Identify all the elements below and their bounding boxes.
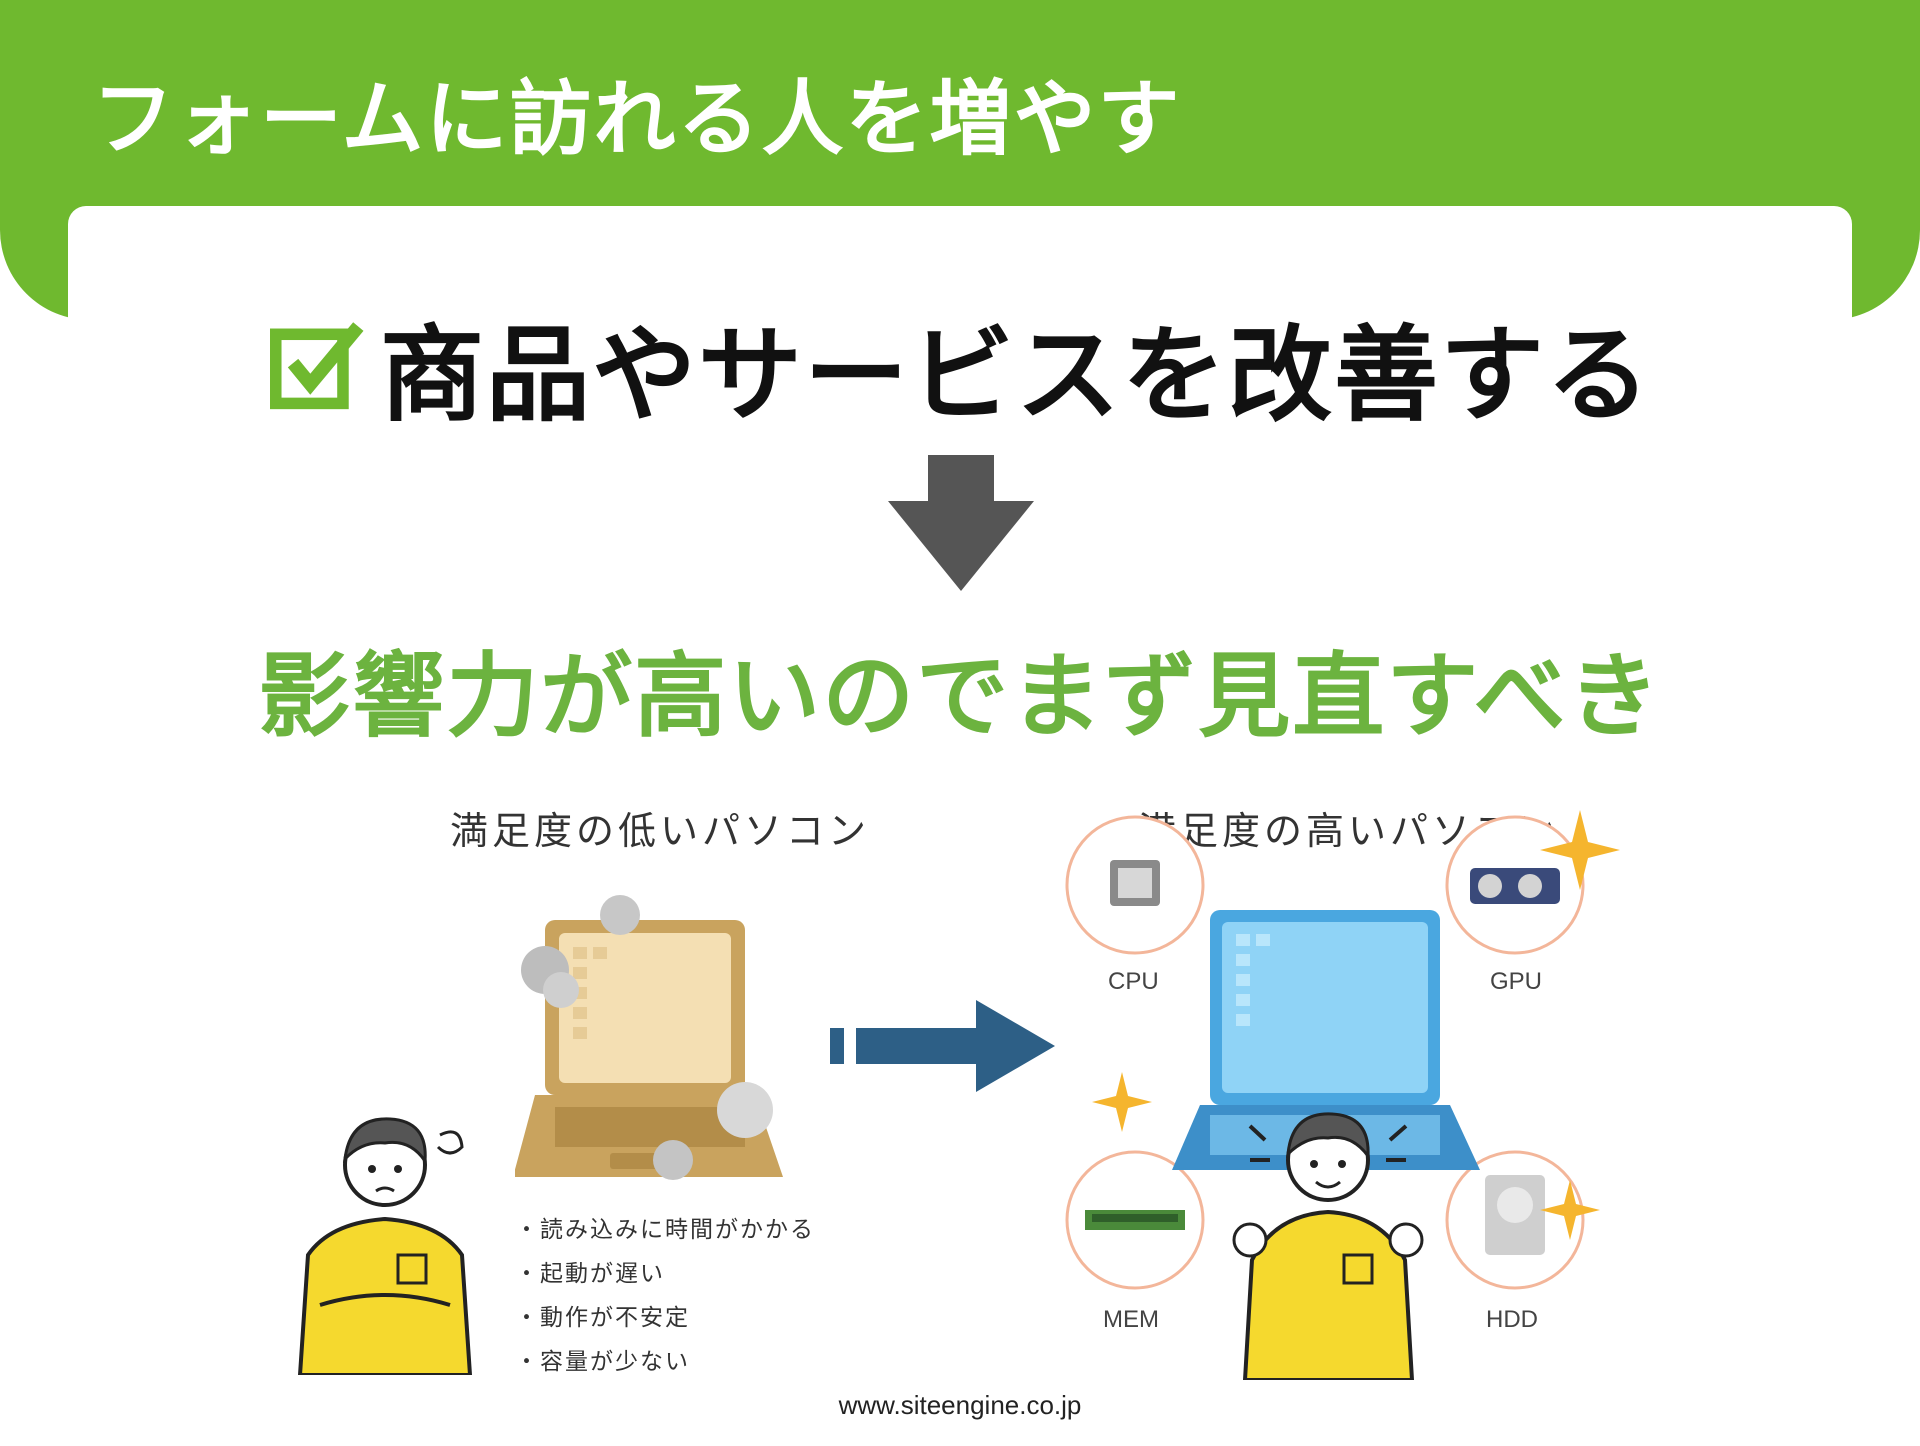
gpu-label: GPU bbox=[1490, 968, 1543, 995]
slow-laptop-illustration bbox=[515, 895, 783, 1180]
page-title: フォームに訪れる人を増やす bbox=[92, 72, 1182, 167]
down-arrow-icon bbox=[888, 455, 1034, 591]
hdd-label: HDD bbox=[1486, 1306, 1538, 1333]
result-text: 影響力が高いのでまず見直すべき bbox=[258, 643, 1662, 750]
footer-url: www.siteengine.co.jp bbox=[838, 1390, 1082, 1420]
cpu-label: CPU bbox=[1108, 968, 1159, 995]
right-arrow-icon bbox=[830, 1000, 1055, 1092]
issue-item: ・起動が遅い bbox=[515, 1261, 665, 1287]
issue-item: ・容量が少ない bbox=[515, 1349, 690, 1375]
subheading: 商品やサービスを改善する bbox=[270, 305, 1652, 436]
checkbox-icon bbox=[270, 322, 364, 410]
mem-label: MEM bbox=[1103, 1306, 1159, 1333]
issue-item: ・動作が不安定 bbox=[515, 1305, 690, 1331]
troubled-person-illustration bbox=[297, 1117, 473, 1375]
low-satisfaction-title: 満足度の低いパソコン bbox=[450, 809, 871, 853]
issue-item: ・読み込みに時間がかかる bbox=[515, 1217, 815, 1243]
fast-laptop-illustration bbox=[1065, 810, 1620, 1380]
subheading-text: 商品やサービスを改善する bbox=[380, 313, 1653, 436]
issue-list: ・読み込みに時間がかかる ・起動が遅い ・動作が不安定 ・容量が少ない bbox=[515, 1208, 815, 1384]
